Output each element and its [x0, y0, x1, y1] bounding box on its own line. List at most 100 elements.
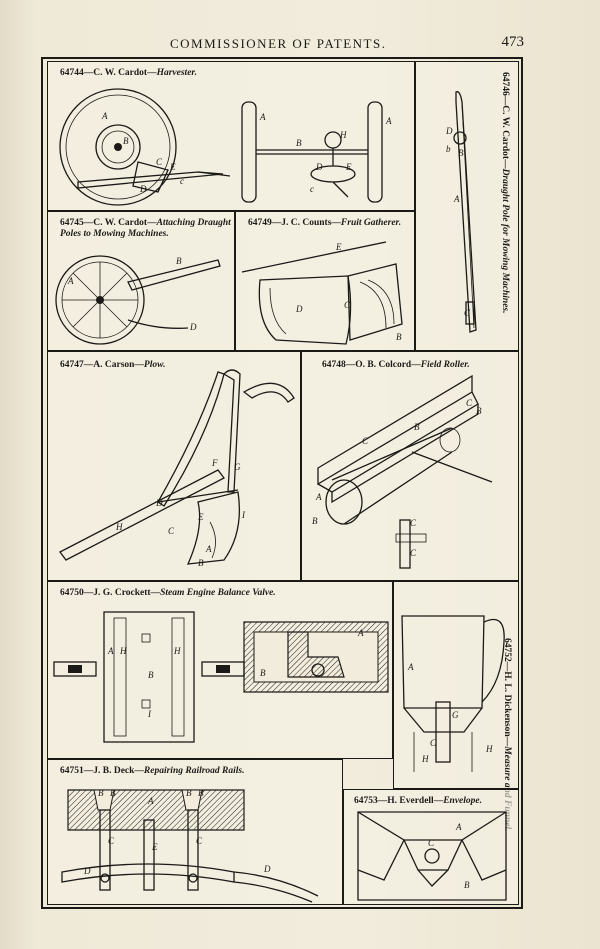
- svg-text:D: D: [445, 126, 453, 136]
- svg-text:A: A: [107, 646, 114, 656]
- svg-text:B: B: [296, 138, 302, 148]
- patent-caption: 64749—J. C. Counts—Fruit Gatherer.: [248, 218, 402, 228]
- svg-text:C: C: [464, 308, 471, 318]
- svg-text:A: A: [385, 116, 392, 126]
- svg-text:I: I: [147, 709, 152, 719]
- svg-text:C: C: [108, 836, 115, 846]
- patent-caption: 64753—H. Everdell—Envelope.: [354, 796, 482, 806]
- svg-text:G: G: [452, 710, 459, 720]
- patent-panel-64750: 64750—J. G. Crockett—Steam Engine Balanc…: [47, 581, 393, 759]
- harvester-drawing: A B C D Ec A A B H D E c: [59, 88, 392, 206]
- patent-caption: 64751—J. B. Deck—Repairing Railroad Rail…: [60, 766, 245, 776]
- svg-text:B: B: [123, 136, 129, 146]
- svg-text:B: B: [198, 788, 204, 798]
- patent-caption: 64744—C. W. Cardot—Harvester.: [60, 68, 197, 78]
- svg-text:B: B: [198, 558, 204, 568]
- patent-caption: 64752—H. L. Dickenson—Measure and Funnel…: [502, 638, 512, 831]
- patent-caption: 64750—J. G. Crockett—Steam Engine Balanc…: [60, 588, 276, 598]
- svg-text:A: A: [259, 112, 266, 122]
- draught-pole-attachment-drawing: A B D: [55, 255, 221, 345]
- svg-text:C: C: [168, 526, 175, 536]
- svg-text:D: D: [155, 498, 163, 508]
- svg-text:H: H: [421, 754, 429, 764]
- running-head: COMMISSIONER OF PATENTS.: [170, 36, 387, 51]
- svg-text:I: I: [241, 510, 246, 520]
- svg-text:C: C: [156, 157, 163, 167]
- svg-text:D: D: [189, 322, 197, 332]
- svg-text:B: B: [98, 788, 104, 798]
- patent-panel-64745: 64745—C. W. Cardot—Attaching Draught Pol…: [47, 211, 235, 351]
- svg-text:C: C: [196, 836, 203, 846]
- patent-panel-64753: 64753—H. Everdell—Envelope. A C B: [343, 789, 519, 905]
- svg-text:D: D: [139, 184, 147, 194]
- svg-text:C: C: [410, 518, 417, 528]
- svg-text:E: E: [197, 512, 204, 522]
- svg-text:B: B: [464, 880, 470, 890]
- svg-text:F: F: [211, 458, 218, 468]
- plow-drawing: F G D E I C AB H: [59, 369, 295, 568]
- svg-text:C: C: [428, 838, 435, 848]
- svg-text:E: E: [151, 842, 158, 852]
- svg-text:C: C: [430, 738, 437, 748]
- patent-panel-64746: 64746—C. W. Cardot—Draught Pole for Mowi…: [415, 61, 519, 351]
- draught-pole-drawing: D B A C b: [445, 91, 477, 333]
- svg-text:C: C: [410, 548, 417, 558]
- svg-text:C: C: [344, 300, 351, 310]
- patent-caption: 64746—C. W. Cardot—Draught Pole for Mowi…: [500, 72, 510, 314]
- patent-panel-64749: 64749—J. C. Counts—Fruit Gatherer. D E C B: [235, 211, 415, 351]
- svg-text:C: C: [466, 398, 473, 408]
- svg-text:D: D: [315, 162, 323, 172]
- svg-text:A: A: [147, 796, 154, 806]
- svg-text:H: H: [115, 522, 123, 532]
- svg-text:c: c: [180, 176, 184, 186]
- svg-text:A: A: [357, 628, 364, 638]
- patent-caption: 64747—A. Carson—Plow.: [60, 360, 166, 370]
- svg-text:B: B: [148, 670, 154, 680]
- svg-text:H: H: [119, 646, 127, 656]
- svg-text:c: c: [310, 184, 314, 194]
- svg-text:E: E: [169, 162, 176, 172]
- page-number: 473: [501, 34, 525, 50]
- svg-text:A: A: [315, 492, 322, 502]
- svg-text:E: E: [345, 162, 352, 172]
- svg-text:D: D: [83, 866, 91, 876]
- svg-text:B: B: [476, 406, 482, 416]
- svg-text:B: B: [312, 516, 318, 526]
- svg-text:A: A: [453, 194, 460, 204]
- patent-caption: 64745—C. W. Cardot—Attaching Draught Pol…: [60, 218, 231, 239]
- svg-text:H: H: [339, 130, 347, 140]
- envelope-drawing: A C B: [357, 811, 507, 901]
- svg-text:A: A: [455, 822, 462, 832]
- fruit-gatherer-drawing: D E C B: [241, 241, 403, 345]
- svg-text:B: B: [176, 256, 182, 266]
- svg-text:B: B: [458, 148, 464, 158]
- svg-text:B: B: [414, 422, 420, 432]
- svg-text:E: E: [335, 242, 342, 252]
- field-roller-drawing: CB CB AB CC: [312, 374, 493, 569]
- patent-panel-64751: 64751—J. B. Deck—Repairing Railroad Rail…: [47, 759, 343, 905]
- svg-text:B: B: [110, 788, 116, 798]
- measure-funnel-drawing: AG CH H: [401, 615, 505, 772]
- svg-text:D: D: [295, 304, 303, 314]
- svg-text:D: D: [263, 864, 271, 874]
- svg-text:C: C: [362, 436, 369, 446]
- patent-panel-64752: 64752—H. L. Dickenson—Measure and Funnel…: [393, 581, 519, 831]
- patent-caption: 64748—O. B. Colcord—Field Roller.: [322, 360, 470, 370]
- svg-text:B: B: [260, 668, 266, 678]
- svg-text:H: H: [485, 744, 493, 754]
- svg-text:b: b: [446, 144, 451, 154]
- svg-text:B: B: [186, 788, 192, 798]
- svg-text:A: A: [205, 544, 212, 554]
- svg-text:B: B: [396, 332, 402, 342]
- svg-text:A: A: [67, 276, 74, 286]
- svg-text:A: A: [101, 111, 108, 121]
- svg-text:H: H: [173, 646, 181, 656]
- svg-text:G: G: [234, 462, 241, 472]
